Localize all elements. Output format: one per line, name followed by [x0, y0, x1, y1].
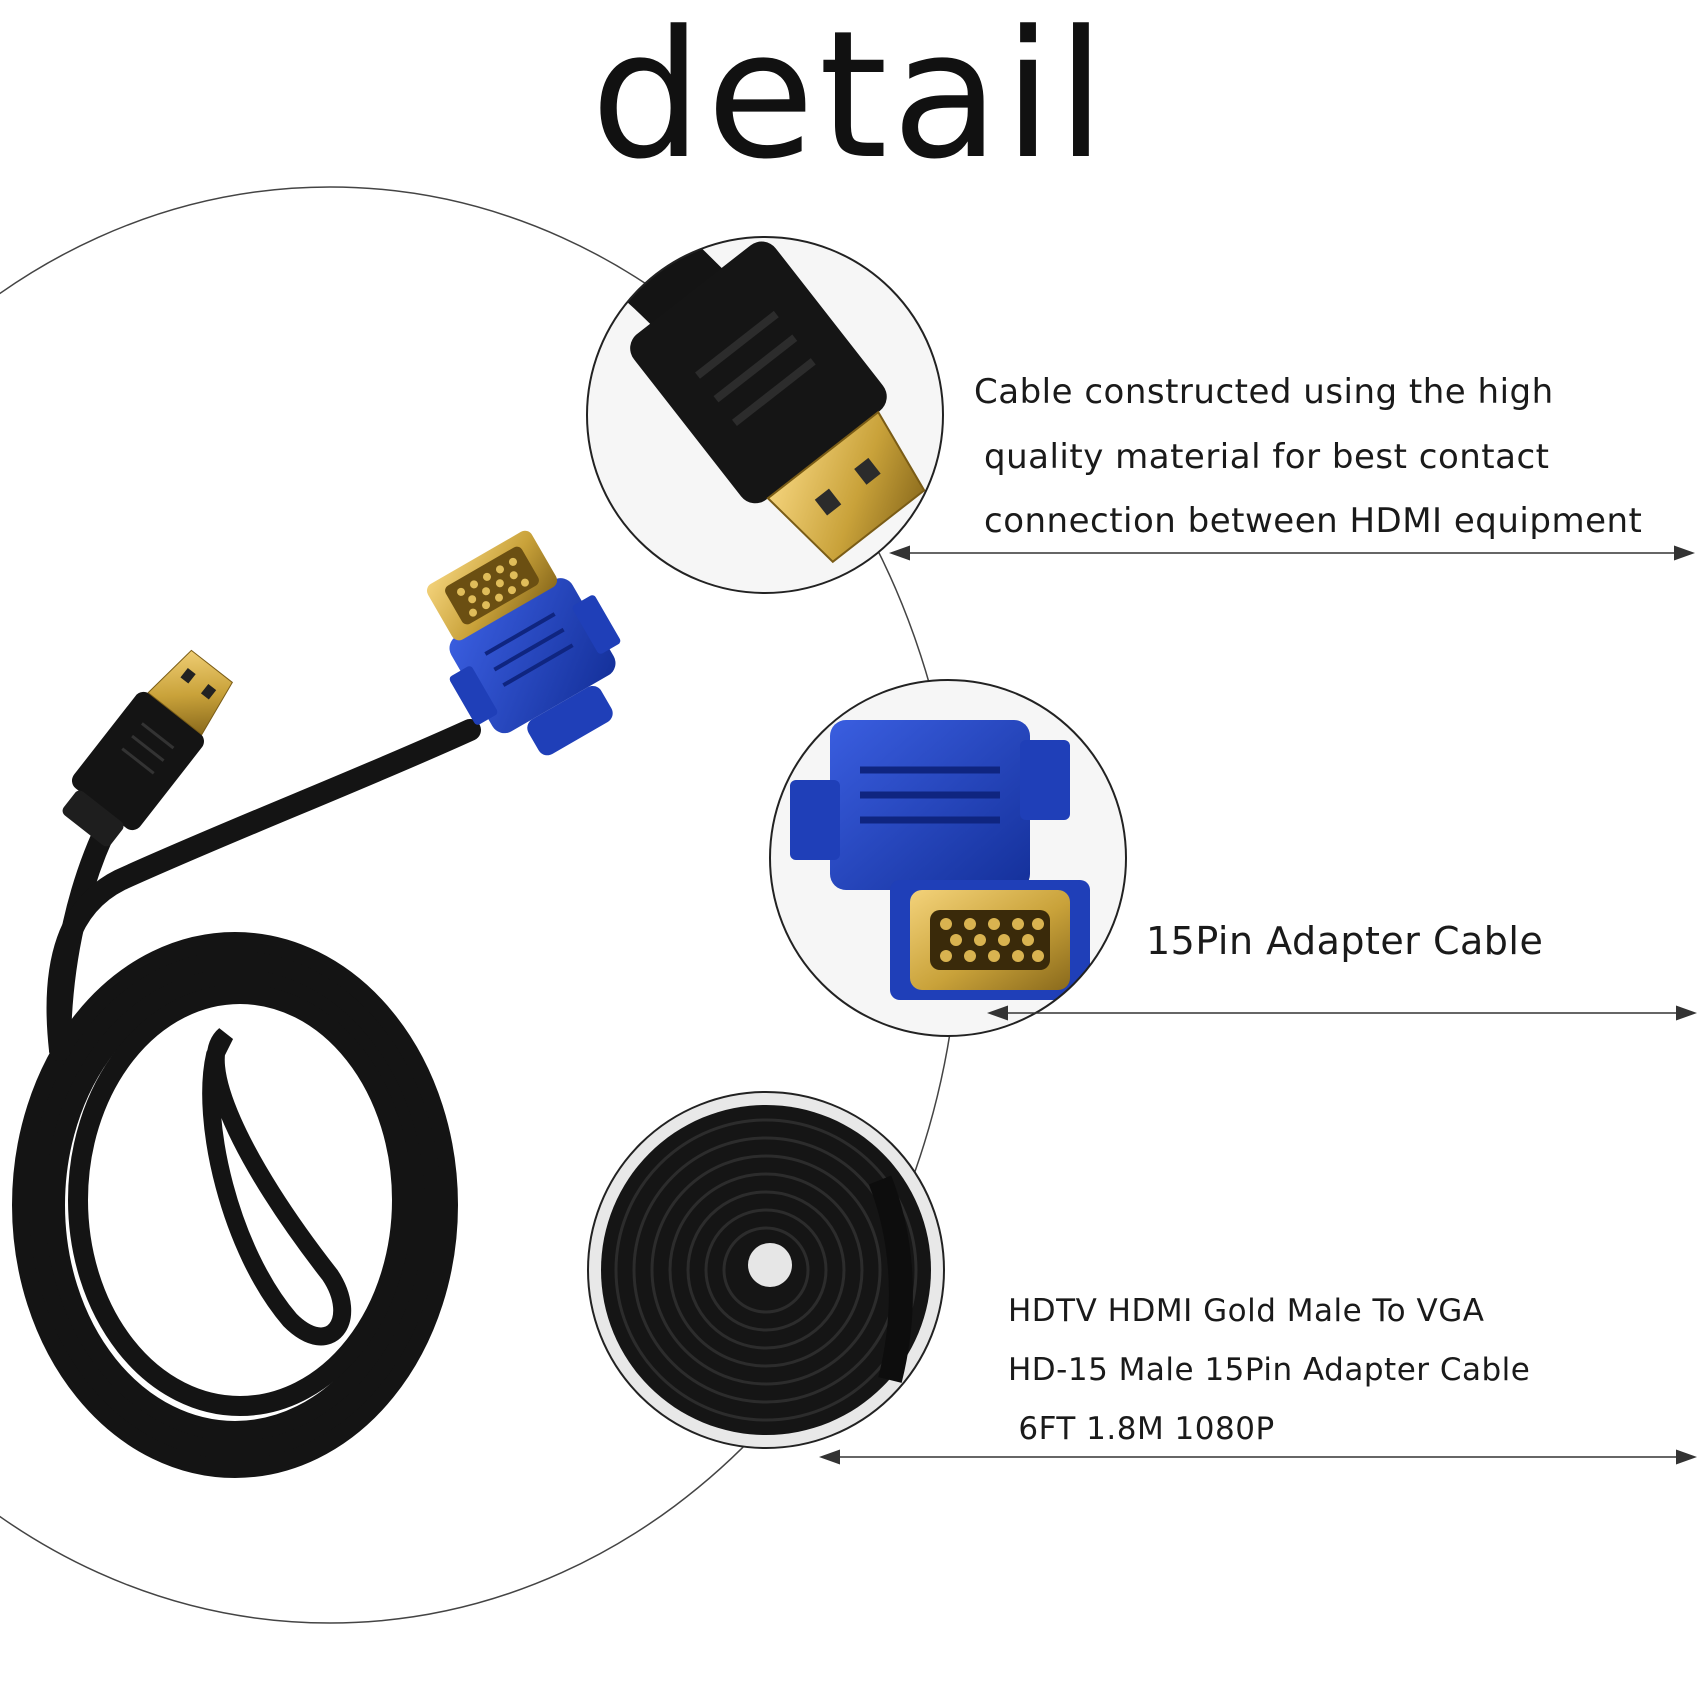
callout-text-vga: 15Pin Adapter Cable: [1146, 905, 1543, 977]
main-hdmi-plug: [62, 649, 234, 847]
callout-text-hdmi: Cable constructed using the high quality…: [974, 360, 1642, 554]
page-title: detail: [590, 0, 1110, 198]
detail-circle-vga: [769, 679, 1127, 1037]
callout-coil-line-3: 6FT 1.8M 1080P: [1008, 1410, 1275, 1447]
main-cable-coil: [12, 719, 481, 1478]
callout-hdmi-line-2: quality material for best contact: [984, 436, 1550, 477]
detail-circle-coil: [587, 1091, 945, 1449]
callout-hdmi-line-1: Cable constructed using the high: [974, 372, 1554, 412]
detail-circle-hdmi: [586, 236, 944, 594]
callout-hdmi-line-3: connection between HDMI equipment: [984, 501, 1643, 542]
callout-text-coil: HDTV HDMI Gold Male To VGA HD-15 Male 15…: [1008, 1282, 1530, 1459]
callout-coil-line-1: HDTV HDMI Gold Male To VGA: [1008, 1293, 1485, 1329]
callout-coil-line-2: HD-15 Male 15Pin Adapter Cable: [1008, 1351, 1531, 1388]
main-vga-plug: [426, 530, 621, 756]
callout-vga-line-1: 15Pin Adapter Cable: [1146, 919, 1544, 963]
